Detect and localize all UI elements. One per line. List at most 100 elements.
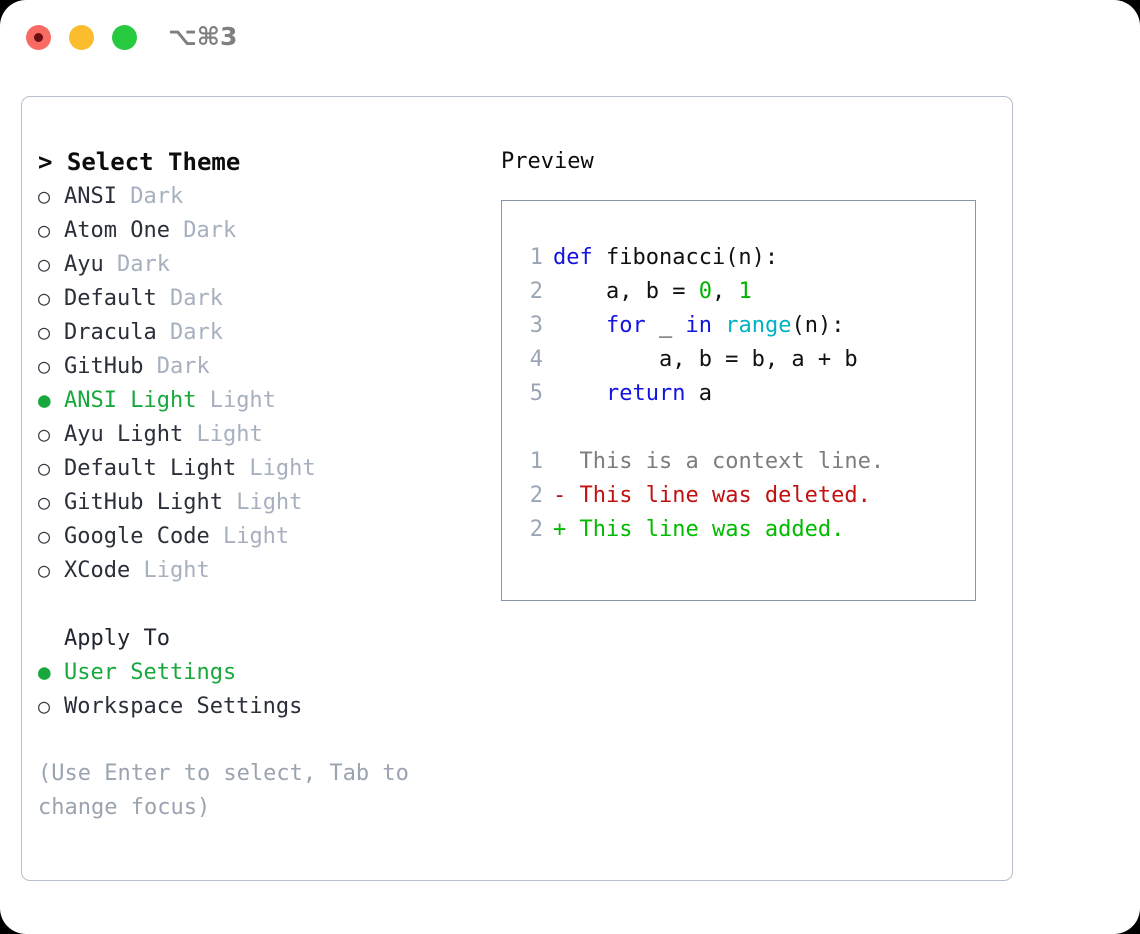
minimize-button[interactable] — [69, 25, 94, 50]
apply-to-header: ○ Apply To — [38, 621, 478, 655]
radio-selected-icon[interactable]: ● — [38, 388, 51, 412]
theme-item-variant: Light — [209, 524, 290, 549]
theme-item-ayu-light[interactable]: ○Ayu Light Light — [38, 417, 478, 451]
radio-unselected-icon[interactable]: ○ — [38, 184, 51, 208]
preview-title: Preview — [501, 149, 594, 174]
theme-item-github-light[interactable]: ○ GitHub Light Light — [38, 485, 478, 519]
window-titlebar: ⌥⌘3 — [0, 0, 1140, 78]
theme-item-variant: Light — [236, 456, 316, 481]
code-token-kw: for — [605, 313, 646, 338]
theme-item-google-code[interactable]: ○ Google Code Light — [38, 519, 478, 553]
theme-item-atom-one[interactable]: ○Atom One Dark — [38, 213, 478, 247]
code-token-num: 1 — [738, 279, 752, 304]
line-number: 4 — [529, 347, 543, 372]
code-token-txt — [712, 309, 725, 343]
window-title: ⌥⌘3 — [168, 22, 238, 51]
theme-item-name: ANSI — [64, 184, 117, 209]
radio-unselected-icon[interactable]: ○ — [38, 218, 51, 242]
line-number: 2 — [529, 279, 543, 304]
code-line: 5 return a — [517, 377, 884, 411]
radio-unselected-icon[interactable]: ○ — [38, 694, 51, 718]
theme-item-name: Default — [64, 286, 157, 311]
theme-item-variant: Dark — [156, 320, 223, 345]
theme-item-ansi-light[interactable]: ● ANSI Light Light — [38, 383, 478, 417]
code-token-txt: fibonacci(n): — [605, 245, 779, 270]
theme-item-variant: Dark — [103, 252, 170, 277]
theme-item-name: Default Light — [64, 456, 237, 481]
radio-unselected-icon[interactable]: ○ — [38, 422, 51, 446]
theme-item-github[interactable]: ○GitHub Dark — [38, 349, 478, 383]
code-diff-separator — [517, 411, 884, 445]
diff-marker — [553, 445, 580, 479]
apply-to-item-label: User Settings — [64, 660, 237, 685]
code-token-txt — [553, 309, 606, 343]
diff-text: This line was deleted. — [579, 483, 871, 508]
diff-marker: - — [553, 483, 580, 508]
code-token-txt: a — [685, 381, 712, 406]
radio-unselected-icon[interactable]: ○ — [38, 354, 51, 378]
zoom-button[interactable] — [112, 25, 137, 50]
theme-item-name: ANSI Light — [64, 388, 197, 413]
theme-item-xcode[interactable]: ○XCode Light — [38, 553, 478, 587]
close-button[interactable] — [26, 25, 51, 50]
code-token-txt: _ — [645, 313, 686, 338]
theme-item-name: Ayu Light — [64, 422, 184, 447]
radio-unselected-icon[interactable]: ○ — [38, 456, 51, 480]
theme-item-variant: Dark — [116, 184, 184, 209]
code-token-txt: a, b = — [553, 279, 699, 304]
theme-item-name: Google Code — [64, 524, 210, 549]
diff-text: This is a context line. — [579, 449, 885, 474]
apply-to-item-workspace-settings[interactable]: ○ Workspace Settings — [38, 689, 478, 723]
radio-unselected-icon[interactable]: ○ — [38, 524, 51, 548]
list-spacer — [38, 587, 478, 621]
diff-line-del: 2- This line was deleted. — [517, 479, 884, 513]
theme-item-ansi[interactable]: ○ ANSI Dark — [38, 179, 478, 213]
line-number: 1 — [529, 449, 543, 474]
diff-line-ctx: 1 This is a context line. — [517, 445, 884, 479]
line-number: 3 — [529, 313, 543, 338]
code-token-txt: a, b = b, a + b — [553, 347, 858, 372]
code-token-txt — [553, 377, 606, 411]
theme-item-variant: Dark — [156, 286, 223, 311]
code-token-kw: return — [605, 381, 686, 406]
apply-to-item-label: Workspace Settings — [64, 694, 303, 719]
radio-unselected-icon[interactable]: ○ — [38, 490, 51, 514]
apply-to-list: ● User Settings ○ Workspace Settings — [38, 655, 478, 723]
apply-to-item-user-settings[interactable]: ● User Settings — [38, 655, 478, 689]
theme-item-ayu[interactable]: ○ Ayu Dark — [38, 247, 478, 281]
apply-to-bullet-placeholder: ○ — [38, 621, 64, 655]
radio-selected-icon[interactable]: ● — [38, 660, 51, 684]
radio-unselected-icon[interactable]: ○ — [38, 320, 51, 344]
code-token-num: 0 — [698, 279, 712, 304]
theme-item-name: Ayu — [64, 252, 104, 277]
radio-unselected-icon[interactable]: ○ — [38, 558, 51, 582]
theme-item-variant: Light — [222, 490, 303, 515]
code-line: 3 for _ in range(n): — [517, 309, 884, 343]
theme-item-name: GitHub Light — [64, 490, 223, 515]
code-line: 4 a, b = b, a + b — [517, 343, 884, 377]
code-token-txt: , — [711, 279, 739, 304]
code-line: 1 def fibonacci(n): — [517, 241, 884, 275]
radio-unselected-icon[interactable]: ○ — [38, 286, 51, 310]
traffic-lights — [26, 25, 137, 50]
code-token-fn: range — [725, 313, 792, 338]
theme-item-name: XCode — [64, 558, 131, 583]
code-token-kw: def — [553, 245, 606, 270]
theme-picker-column: > Select Theme ○ANSI Dark○Atom One Dark○… — [38, 145, 478, 825]
theme-item-default[interactable]: ○ Default Dark — [38, 281, 478, 315]
line-number: 2 — [529, 517, 543, 542]
theme-item-name: Dracula — [64, 320, 157, 345]
apply-to-header-label: Apply To — [64, 626, 170, 651]
line-number: 1 — [529, 245, 543, 270]
theme-item-default-light[interactable]: ○ Default Light Light — [38, 451, 478, 485]
theme-item-variant: Light — [196, 388, 276, 413]
radio-unselected-icon[interactable]: ○ — [38, 252, 51, 276]
diff-text: This line was added. — [579, 517, 845, 542]
theme-item-variant: Dark — [143, 354, 210, 379]
diff-marker: + — [553, 517, 580, 542]
code-line: 2 a, b = 0, 1 — [517, 275, 884, 309]
theme-item-dracula[interactable]: ○ Dracula Dark — [38, 315, 478, 349]
